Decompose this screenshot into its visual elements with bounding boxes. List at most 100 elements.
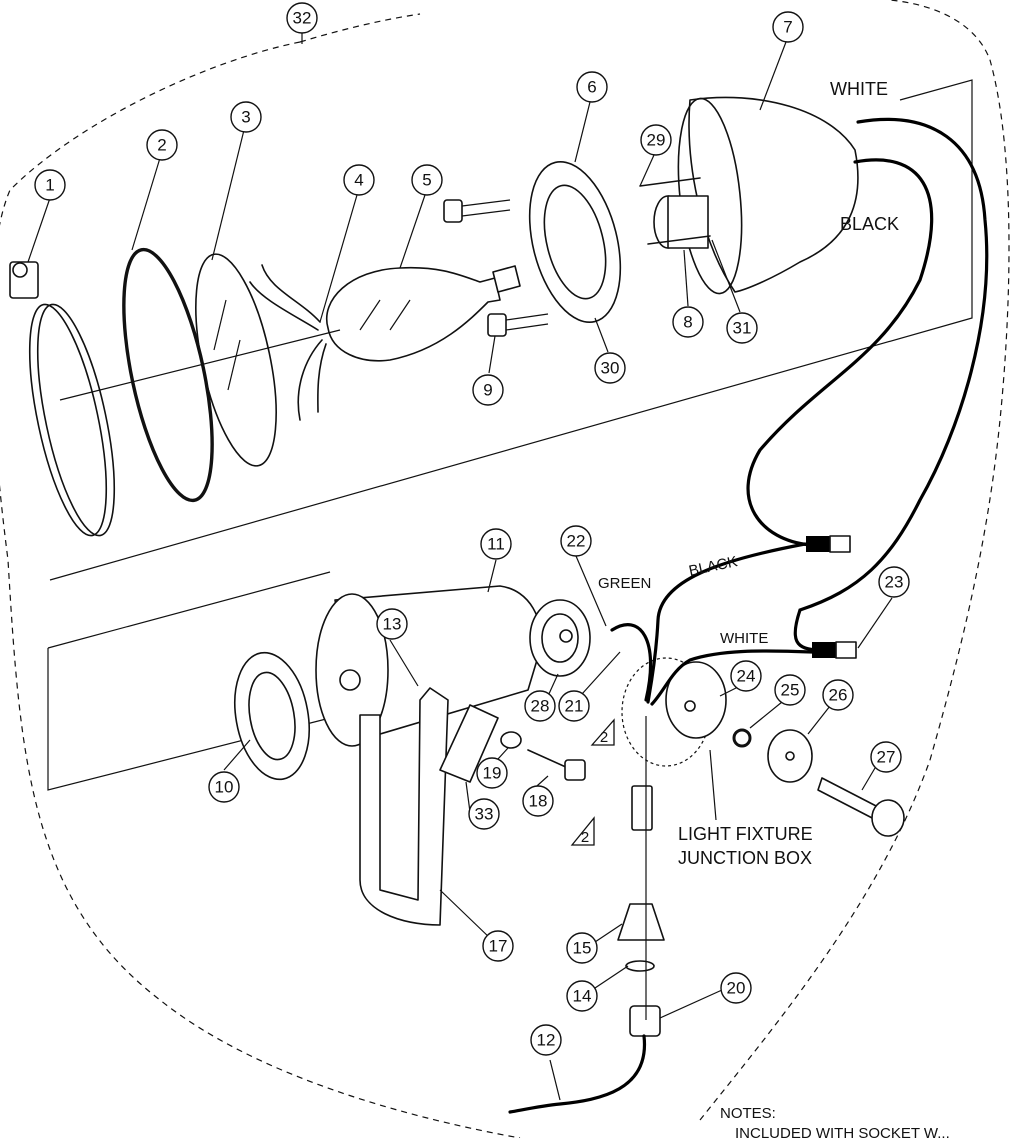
callout-30: 30 (594, 352, 626, 384)
notes-item: INCLUDED WITH SOCKET W... (735, 1125, 950, 1138)
part-6-mounting-plate (528, 160, 622, 324)
label-white-mid: WHITE (720, 630, 768, 647)
part-26-washer (767, 729, 813, 783)
svg-text:20: 20 (727, 979, 746, 998)
svg-text:17: 17 (489, 937, 508, 956)
callout-17: 17 (482, 930, 514, 962)
svg-text:33: 33 (475, 805, 494, 824)
part-9-bolts (443, 199, 549, 337)
callout-26: 26 (822, 679, 854, 711)
panel-link-line (47, 571, 331, 649)
part-19-washer-18-bolt (500, 731, 586, 781)
svg-text:31: 31 (733, 319, 752, 338)
part-12-power-cord (508, 1034, 647, 1114)
callout-6: 6 (576, 71, 608, 103)
notes-heading: NOTES: (720, 1105, 776, 1122)
svg-text:12: 12 (537, 1031, 556, 1050)
part-5-lamp-bulb (325, 265, 521, 362)
svg-text:18: 18 (529, 792, 548, 811)
black-wire-upper (746, 158, 934, 547)
callout-2: 2 (146, 129, 178, 161)
callout-24: 24 (730, 660, 762, 692)
svg-text:7: 7 (783, 18, 792, 37)
part-27-screw (817, 777, 905, 837)
callout-33: 33 (468, 798, 500, 830)
svg-text:27: 27 (877, 748, 896, 767)
svg-text:11: 11 (487, 535, 505, 554)
label-white-top: WHITE (830, 79, 888, 99)
callout-21: 21 (558, 690, 590, 722)
axis-line-upper (59, 329, 341, 401)
note-marker-1: 2 (590, 718, 615, 746)
svg-text:6: 6 (587, 78, 596, 97)
svg-text:8: 8 (683, 313, 692, 332)
callout-1: 1 (34, 169, 66, 201)
callout-15: 15 (566, 932, 598, 964)
svg-text:32: 32 (293, 9, 312, 28)
svg-text:23: 23 (885, 573, 904, 592)
callout-11: 11 (480, 528, 512, 560)
svg-text:2: 2 (157, 136, 166, 155)
callout-3: 3 (230, 101, 262, 133)
svg-text:24: 24 (737, 667, 756, 686)
label-black-top: BLACK (840, 214, 899, 234)
callouts: 32 1 2 3 4 5 6 7 29 8 31 9 30 11 22 23 1… (34, 2, 910, 1056)
part-3-lens (195, 253, 277, 467)
leader-lines (27, 32, 893, 1101)
callout-23: 23 (878, 566, 910, 598)
svg-text:5: 5 (422, 171, 431, 190)
svg-text:13: 13 (383, 615, 402, 634)
callout-25: 25 (774, 674, 806, 706)
part-8-socket (653, 195, 709, 249)
callout-10: 10 (208, 771, 240, 803)
lower-panel-outline (47, 648, 331, 791)
svg-text:2: 2 (600, 729, 608, 746)
svg-text:4: 4 (354, 171, 363, 190)
black-wire-lower (646, 542, 807, 704)
callout-9: 9 (472, 374, 504, 406)
white-wire-lower (650, 649, 814, 706)
part-10-gasket-plate (234, 651, 310, 781)
callout-14: 14 (566, 980, 598, 1012)
svg-text:26: 26 (829, 686, 848, 705)
label-black-mid: BLACK (687, 553, 739, 580)
svg-text:3: 3 (241, 108, 250, 127)
svg-text:10: 10 (215, 778, 234, 797)
part-2-gasket (122, 247, 214, 503)
white-wire-upper (793, 117, 989, 652)
callout-29: 29 (640, 124, 672, 156)
svg-text:2: 2 (581, 829, 589, 846)
svg-text:21: 21 (565, 697, 584, 716)
label-green: GREEN (598, 575, 651, 592)
cord-fittings (617, 785, 665, 1037)
part-17-yoke-bracket (359, 687, 449, 926)
wire-connectors (806, 535, 857, 659)
callout-4: 4 (343, 164, 375, 196)
upper-panel-outline (49, 79, 973, 581)
callout-7: 7 (772, 11, 804, 43)
label-junction-1: LIGHT FIXTURE (678, 824, 813, 844)
callout-13: 13 (376, 608, 408, 640)
callout-32: 32 (286, 2, 318, 34)
note-marker-2: 2 (570, 816, 595, 846)
green-wire (610, 623, 653, 702)
svg-text:29: 29 (647, 131, 666, 150)
part-28-gear (529, 599, 591, 677)
svg-text:1: 1 (45, 176, 54, 195)
svg-text:22: 22 (567, 532, 586, 551)
svg-text:30: 30 (601, 359, 620, 378)
part-25-o-ring (732, 728, 752, 748)
svg-text:14: 14 (573, 987, 592, 1006)
part-24-junction-box (621, 657, 727, 767)
svg-text:19: 19 (483, 764, 502, 783)
part-1-lens-ring (9, 261, 116, 537)
callout-31: 31 (726, 312, 758, 344)
svg-text:28: 28 (531, 697, 550, 716)
callout-18: 18 (522, 785, 554, 817)
callout-19: 19 (476, 757, 508, 789)
part-33-clamp (439, 704, 499, 783)
callout-5: 5 (411, 164, 443, 196)
svg-text:25: 25 (781, 681, 800, 700)
